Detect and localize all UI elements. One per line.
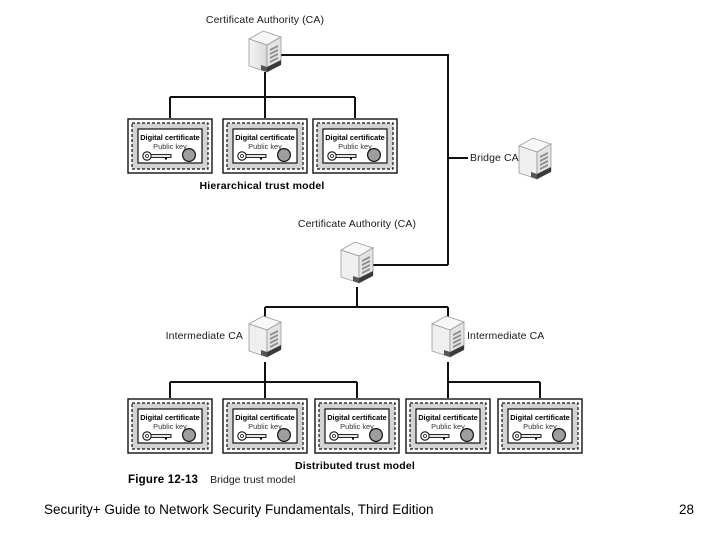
- server-tower-icon: [335, 238, 379, 288]
- server-tower-icon: [513, 134, 557, 184]
- bridge-ca-label: Bridge CA: [470, 152, 519, 164]
- key-icon: [142, 151, 172, 161]
- digital-certificate-icon: Digital certificate Public key: [127, 398, 213, 454]
- svg-text:Public key: Public key: [338, 142, 372, 151]
- intermediate-ca-right-label: Intermediate CA: [467, 330, 545, 342]
- digital-certificate-icon: Digital certificate Public key: [127, 118, 213, 174]
- server-tower-icon: [243, 312, 287, 362]
- figure-caption-text: Bridge trust model: [210, 474, 296, 486]
- svg-text:Digital certificate: Digital certificate: [325, 133, 385, 142]
- svg-text:Digital certificate: Digital certificate: [235, 133, 295, 142]
- svg-text:Digital certificate: Digital certificate: [510, 413, 570, 422]
- svg-text:Digital certificate: Digital certificate: [140, 133, 200, 142]
- bridge-trust-model-figure: Certificate Authority (CA): [127, 14, 583, 486]
- svg-text:Digital certificate: Digital certificate: [140, 413, 200, 422]
- digital-certificate-icon: Digital certificate Public key: [312, 118, 398, 174]
- svg-text:Digital certificate: Digital certificate: [418, 413, 478, 422]
- key-icon: [237, 431, 267, 441]
- key-icon: [327, 151, 357, 161]
- footer-page-number: 28: [678, 502, 694, 517]
- svg-text:Digital certificate: Digital certificate: [327, 413, 387, 422]
- figure-caption: Figure 12-13 Bridge trust model: [128, 474, 295, 486]
- hierarchical-trust-model-label: Hierarchical trust model: [199, 180, 325, 192]
- key-icon: [329, 431, 359, 441]
- digital-certificate-icon: Digital certificate Public key: [222, 398, 308, 454]
- server-tower-icon: [426, 312, 470, 362]
- svg-text:Public key: Public key: [523, 422, 557, 431]
- digital-certificate-icon: Digital certificate Public key: [222, 118, 308, 174]
- server-tower-icon: [243, 27, 287, 77]
- svg-text:Public key: Public key: [153, 422, 187, 431]
- figure-number: Figure 12-13: [128, 474, 199, 486]
- svg-text:Public key: Public key: [431, 422, 465, 431]
- key-icon: [142, 431, 172, 441]
- svg-text:Digital certificate: Digital certificate: [235, 413, 295, 422]
- intermediate-ca-left-label: Intermediate CA: [165, 330, 243, 342]
- key-icon: [420, 431, 450, 441]
- distributed-root-ca-label: Certificate Authority (CA): [297, 218, 417, 230]
- distributed-trust-model-label: Distributed trust model: [294, 460, 416, 472]
- key-icon: [512, 431, 542, 441]
- svg-text:Public key: Public key: [153, 142, 187, 151]
- svg-text:Public key: Public key: [248, 142, 282, 151]
- digital-certificate-icon: Digital certificate Public key: [405, 398, 491, 454]
- key-icon: [237, 151, 267, 161]
- footer-title: Security+ Guide to Network Security Fund…: [44, 502, 434, 517]
- hierarchical-root-ca-label: Certificate Authority (CA): [205, 14, 325, 26]
- digital-certificate-icon: Digital certificate Public key: [497, 398, 583, 454]
- slide-footer: Security+ Guide to Network Security Fund…: [0, 498, 720, 540]
- svg-text:Public key: Public key: [248, 422, 282, 431]
- svg-text:Public key: Public key: [340, 422, 374, 431]
- digital-certificate-icon: Digital certificate Public key: [314, 398, 400, 454]
